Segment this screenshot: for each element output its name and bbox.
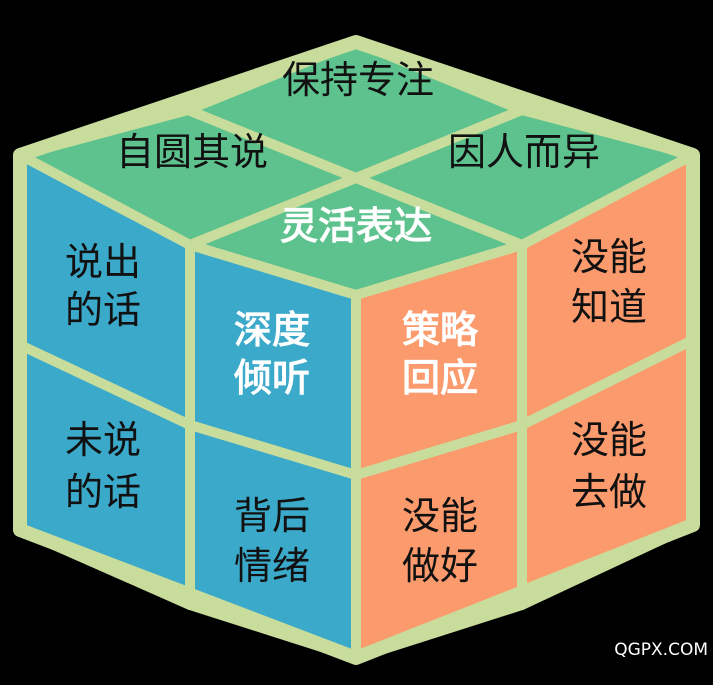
left-bottom-inner-line1: 背后 bbox=[234, 494, 310, 538]
left-bottom-outer-line2: 的话 bbox=[65, 470, 141, 514]
watermark: QGPX.COM bbox=[614, 640, 708, 660]
top-back-label: 保持专注 bbox=[282, 58, 434, 102]
right-top-inner-line1: 策略 bbox=[402, 308, 479, 352]
left-top-inner-line1: 深度 bbox=[234, 308, 310, 352]
left-bottom-outer-line1: 未说 bbox=[65, 418, 141, 462]
left-bottom-inner-line2: 情绪 bbox=[234, 544, 310, 588]
right-top-inner-line2: 回应 bbox=[402, 356, 478, 400]
right-bottom-outer-line1: 没能 bbox=[571, 418, 647, 462]
right-bottom-inner-line2: 做好 bbox=[402, 544, 478, 588]
top-front-label: 灵活表达 bbox=[280, 204, 432, 248]
left-top-inner-line2: 倾听 bbox=[233, 356, 310, 400]
left-top-outer-line1: 说出 bbox=[65, 240, 141, 284]
top-right-label: 因人而异 bbox=[448, 130, 600, 174]
cube-outline bbox=[13, 35, 700, 665]
left-top-outer-line2: 的话 bbox=[65, 288, 141, 332]
right-top-outer-line1: 没能 bbox=[571, 235, 647, 279]
right-bottom-outer-line2: 去做 bbox=[571, 470, 647, 514]
right-bottom-inner-line1: 没能 bbox=[402, 494, 478, 538]
right-top-outer-line2: 知道 bbox=[571, 285, 647, 329]
top-left-label: 自圆其说 bbox=[116, 130, 268, 174]
